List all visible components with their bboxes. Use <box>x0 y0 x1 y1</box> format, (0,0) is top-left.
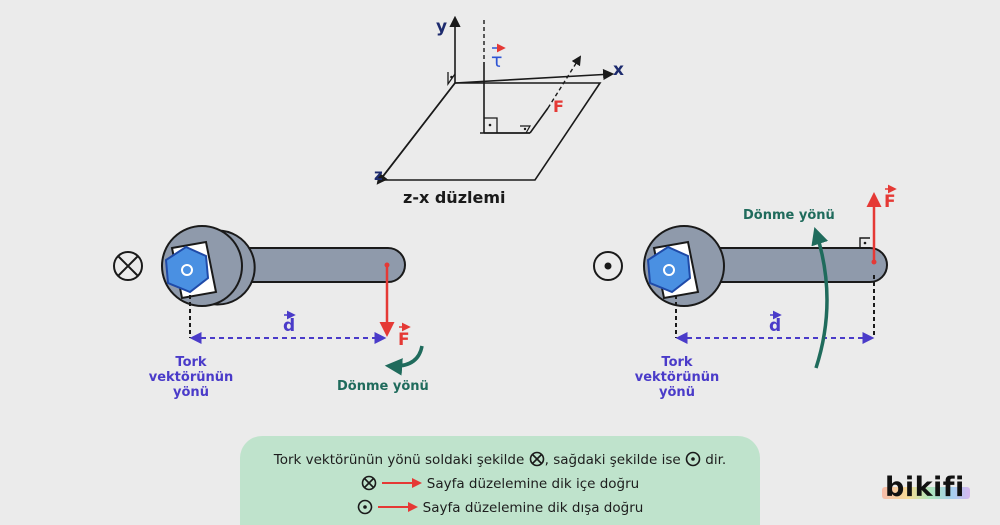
distance-label: d <box>769 316 781 336</box>
torque-direction-line-2: vektörünün <box>635 370 720 385</box>
torque-label: τ <box>491 50 502 72</box>
x-axis <box>454 68 615 84</box>
torque-direction-line-1: Tork <box>661 355 692 370</box>
caption-line-2-text: Sayfa düzelemine dik içe doğru <box>426 476 640 492</box>
into-page-icon <box>529 451 544 467</box>
left-wrench-diagram: d F Dönme yönü Tork vektörünün yönü <box>113 225 429 400</box>
y-axis-label: y <box>436 17 447 37</box>
caption-text-b: , sağdaki şekilde ise <box>544 452 681 468</box>
plane-label: z-x düzlemi <box>403 188 506 207</box>
out-of-page-icon <box>357 499 372 515</box>
into-page-symbol <box>113 251 143 281</box>
rotation-label: Dönme yönü <box>337 379 429 394</box>
caption-text-a: Tork vektörünün yönü soldaki şekilde <box>273 452 525 468</box>
right-wrench-diagram: d F Dönme yönü Tork vektörünün yönü <box>593 184 897 400</box>
bolt-icon <box>164 245 210 294</box>
force-label: F <box>884 192 896 212</box>
torque-direction-line-2: vektörünün <box>149 370 234 385</box>
rotation-arrow <box>384 345 424 376</box>
torque-direction-line-3: yönü <box>659 385 695 400</box>
into-page-icon <box>361 475 377 491</box>
z-axis <box>376 82 456 185</box>
caption-line-1: Tork vektörünün yönü soldaki şekilde , s… <box>240 448 760 472</box>
caption-line-2: Sayfa düzelemine dik içe doğru <box>240 472 760 496</box>
distance-label: d <box>283 316 295 336</box>
out-of-page-icon <box>685 451 701 467</box>
force-vector-3d <box>529 107 549 134</box>
caption-box: Tork vektörünün yönü soldaki şekilde , s… <box>240 436 760 525</box>
bolt-icon <box>646 245 692 294</box>
bikifi-logo: bikifi <box>882 472 985 512</box>
rotation-label: Dönme yönü <box>743 208 835 223</box>
force-label-3d: F <box>553 97 564 116</box>
torque-direction-line-3: yönü <box>173 385 209 400</box>
caption-line-3: Sayfa düzelemine dik dışa doğru <box>240 496 760 520</box>
z-axis-label: z <box>374 166 383 184</box>
rotation-arrow <box>811 227 829 369</box>
axis-diagram: y x z τ F z-x düzlemi <box>374 15 624 207</box>
right-arrow-icon <box>381 478 422 488</box>
force-label: F <box>398 330 410 350</box>
out-of-page-symbol <box>593 251 623 281</box>
caption-text-c: dir. <box>705 452 727 468</box>
torque-direction-line-1: Tork <box>175 355 206 370</box>
logo-text: bikifi <box>885 472 965 503</box>
caption-line-3-text: Sayfa düzelemine dik dışa doğru <box>422 500 644 516</box>
zx-plane <box>378 82 602 181</box>
right-arrow-icon <box>377 502 418 512</box>
x-axis-label: x <box>613 60 624 80</box>
